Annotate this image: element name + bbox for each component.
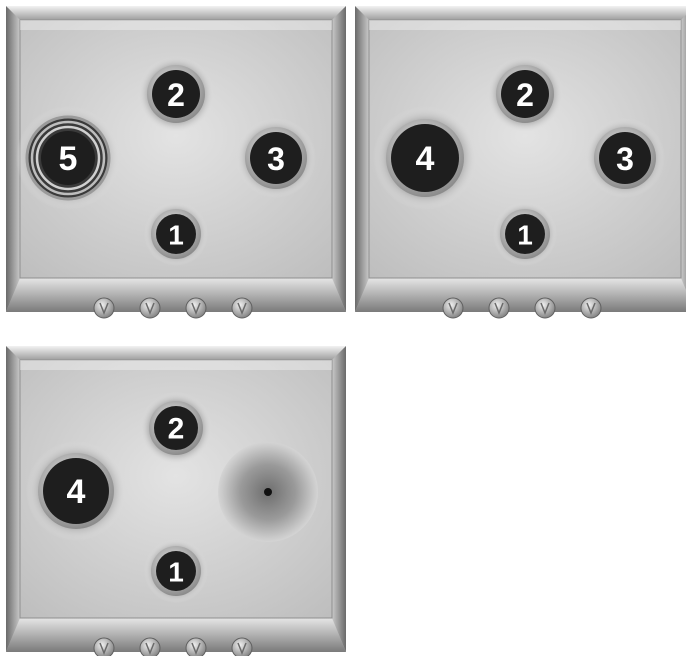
burner-number: 3 [267,141,285,177]
burner-number: 1 [168,220,184,251]
frame-top-bevel [6,6,346,20]
burner: 1 [144,202,208,266]
burner: 1 [493,202,557,266]
burner: 4 [26,441,126,541]
frame-bottom-bevel [6,618,346,652]
burner: 2 [138,56,214,132]
frame-bottom-bevel [6,278,346,312]
control-knob [232,638,252,656]
wok-burner: 5 [16,106,120,210]
surface-highlight [20,20,332,30]
burner-number: 3 [616,141,634,177]
frame-right-bevel [332,6,346,312]
frame-left-bevel [355,6,369,312]
burner: 3 [236,118,316,198]
burner: 2 [140,392,212,464]
surface-highlight [20,360,332,370]
frame-right-bevel [332,346,346,652]
control-knob [443,298,463,318]
control-knob [94,638,114,656]
frame-bottom-bevel [355,278,686,312]
control-knob [140,298,160,318]
frame-top-bevel [355,6,686,20]
control-knob [489,298,509,318]
surface-highlight [369,20,681,30]
control-knob [186,638,206,656]
frame-left-bevel [6,346,20,652]
frame-right-bevel [681,6,686,312]
burner-number: 2 [168,413,185,446]
burner-number: 4 [416,140,435,178]
burner-number: 4 [67,473,86,511]
burner-number: 2 [167,77,185,113]
radiant-zone [218,442,318,542]
burner-number: 5 [59,140,78,178]
control-knob [140,638,160,656]
control-knob [581,298,601,318]
burner: 4 [373,106,477,210]
burner-number: 1 [168,557,184,588]
control-knob [535,298,555,318]
burner: 3 [585,118,665,198]
burner: 2 [487,56,563,132]
control-knob [186,298,206,318]
radiant-center-dot [264,488,272,496]
control-knob [232,298,252,318]
control-knob [94,298,114,318]
hob-panel: 2 4 3 1 [355,6,686,318]
burner-number: 2 [516,77,534,113]
hob-panel: 2 4 1 [6,346,346,656]
hob-panel: 2 5 3 1 [6,6,346,318]
frame-top-bevel [6,346,346,360]
burner-number: 1 [517,220,533,251]
burner: 1 [144,539,208,603]
